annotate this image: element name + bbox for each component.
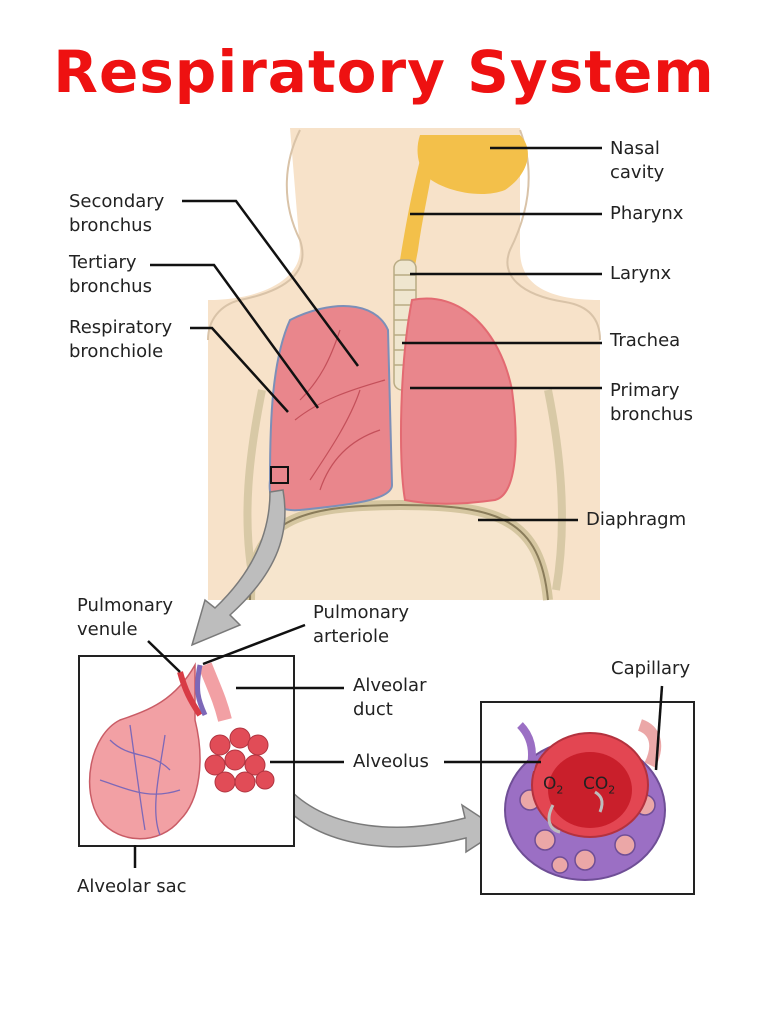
label-larynx: Larynx	[610, 263, 672, 284]
lungs-illustration	[268, 297, 517, 512]
nasal-airway	[396, 135, 528, 282]
alveolus-illustration	[504, 719, 666, 881]
label-trachea: Trachea	[610, 330, 681, 351]
alveolar-sac-illustration	[88, 662, 275, 840]
page-title: Respiratory System	[53, 38, 715, 106]
label-co2: CO2	[583, 774, 616, 797]
zoom-box-marker	[270, 466, 289, 484]
label-diaphragm: Diaphragm	[586, 509, 687, 530]
leader-lines	[133, 146, 664, 868]
zoom-arrow-1	[190, 489, 286, 647]
label-pharynx: Pharynx	[610, 203, 684, 224]
label-capillary: Capillary	[611, 658, 691, 679]
label-alveolar-sac: Alveolar sac	[77, 876, 187, 897]
label-alveolus: Alveolus	[353, 751, 429, 772]
zoom-arrow-2	[276, 788, 502, 854]
label-o2: O2	[543, 774, 564, 797]
